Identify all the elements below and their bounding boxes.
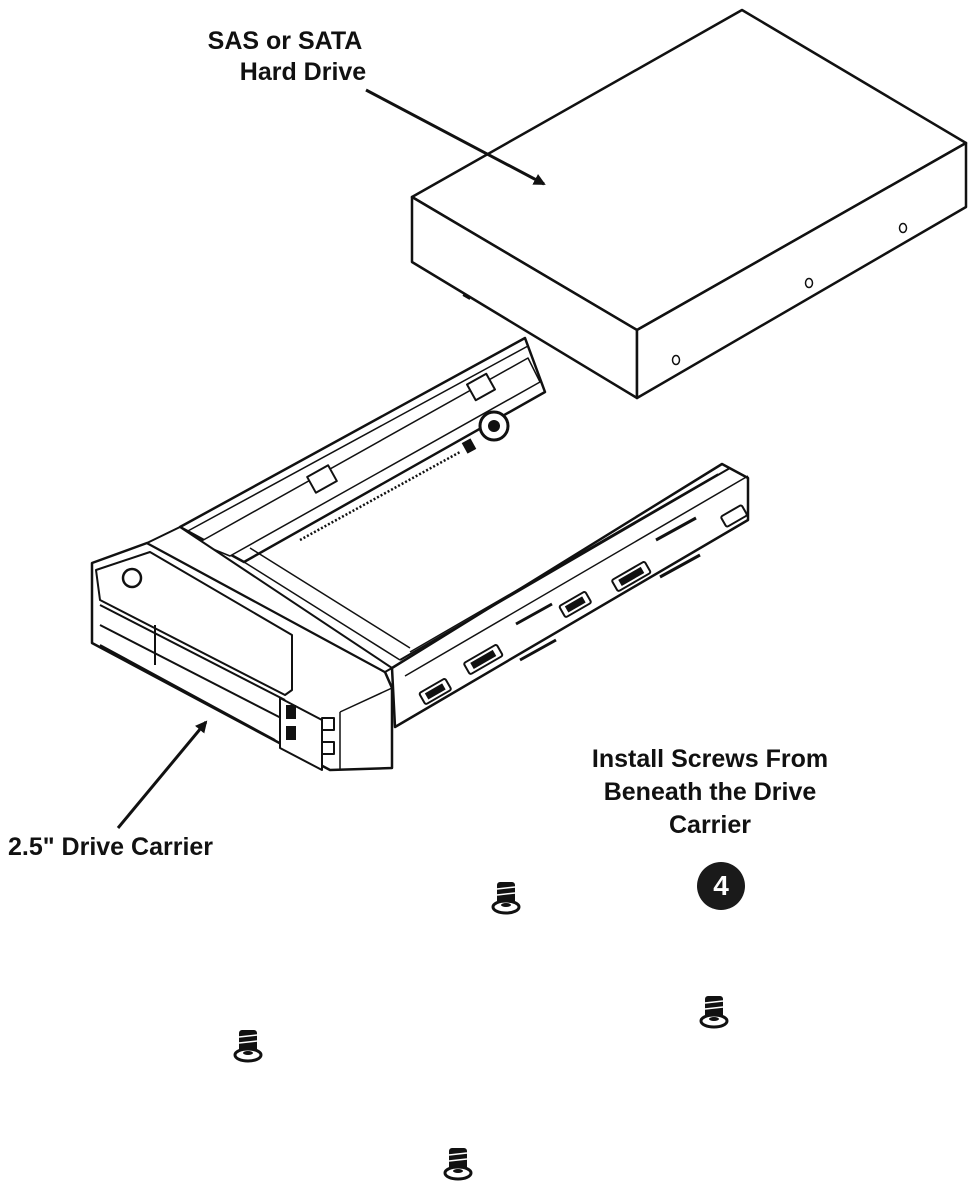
step-number-badge: 4 xyxy=(697,862,745,910)
hard-drive-side-face xyxy=(635,141,968,400)
screw-icon xyxy=(491,880,521,915)
screw-icon xyxy=(233,1028,263,1063)
screw-icon xyxy=(699,994,729,1029)
screws-instruction-line-3: Carrier xyxy=(669,811,751,839)
screw-icon xyxy=(443,1146,473,1181)
hard-drive-label-line-1: SAS or SATA xyxy=(207,27,363,55)
drive-carrier xyxy=(90,336,750,772)
hard-drive xyxy=(410,8,968,400)
screws-instruction-line-2: Beneath the Drive xyxy=(603,778,817,806)
carrier-arrow xyxy=(116,720,208,829)
screws-instruction: Install Screws From Beneath the Drive Ca… xyxy=(560,743,860,842)
screws xyxy=(233,880,729,1181)
hard-drive-label-line-2: Hard Drive xyxy=(239,58,367,86)
carrier-label: 2.5" Drive Carrier xyxy=(8,833,214,861)
hard-drive-arrow xyxy=(365,88,546,186)
hard-drive-label: SAS or SATA Hard Drive xyxy=(170,26,400,88)
screws-instruction-line-1: Install Screws From xyxy=(591,745,829,773)
